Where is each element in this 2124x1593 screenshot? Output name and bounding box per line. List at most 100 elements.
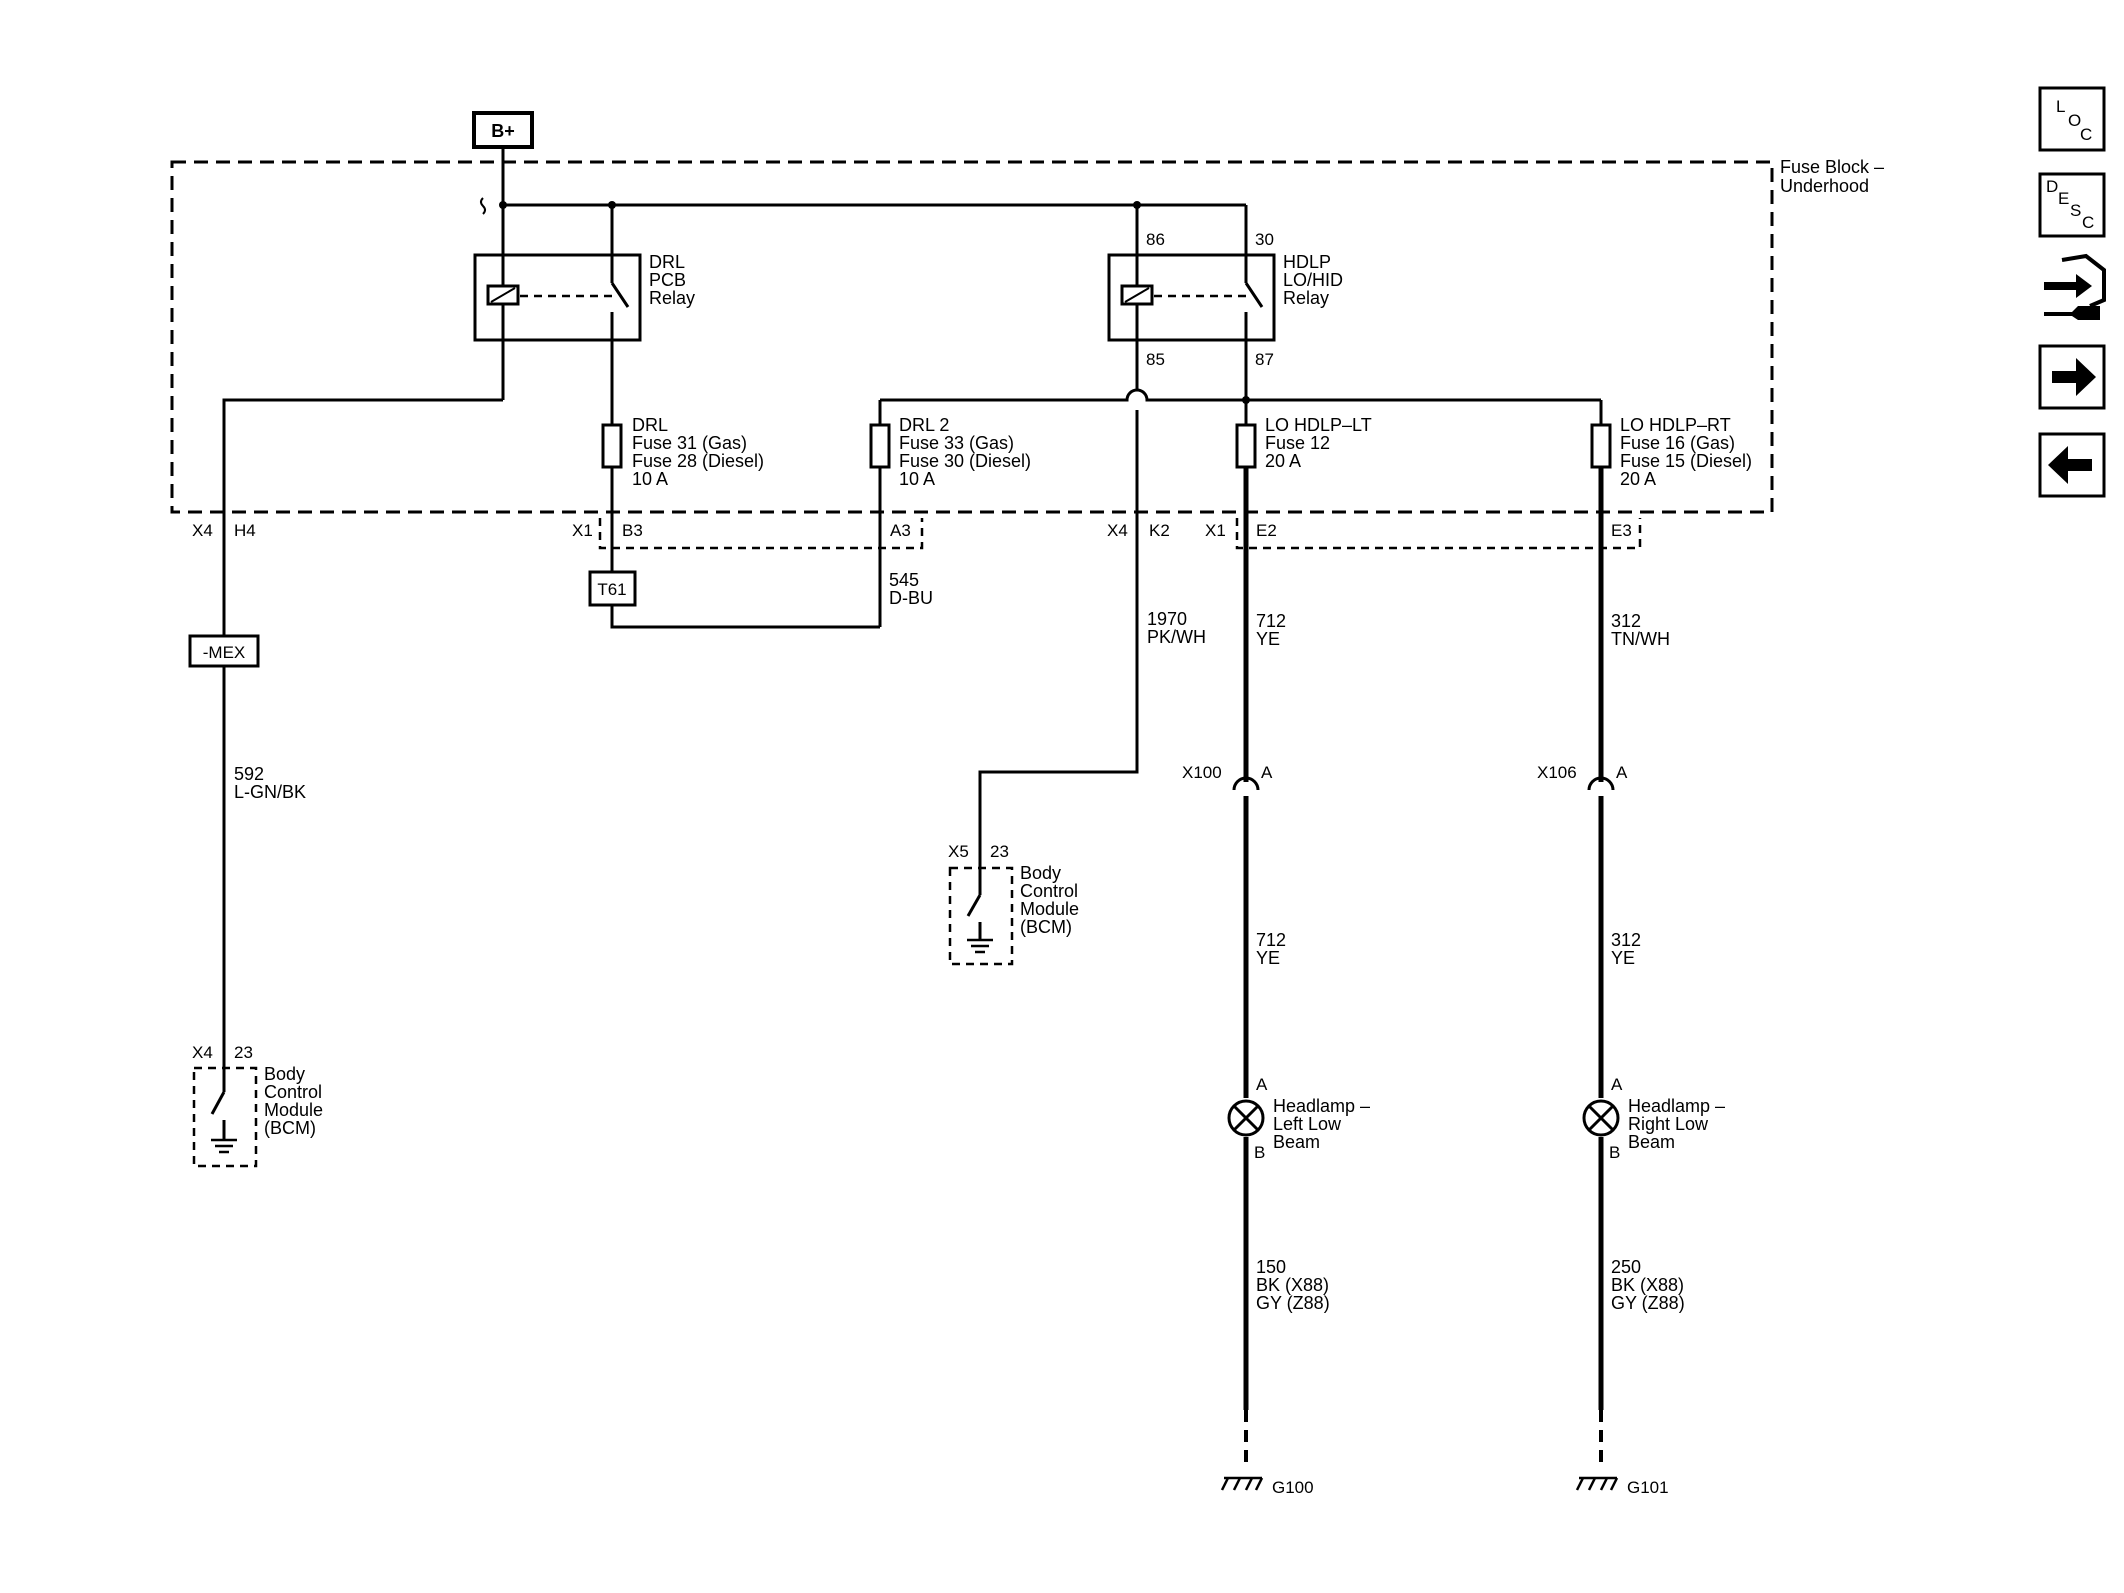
- power-source-label: B+: [491, 121, 515, 141]
- svg-text:Module: Module: [1020, 899, 1079, 919]
- svg-text:85: 85: [1146, 350, 1165, 369]
- svg-text:E2: E2: [1256, 521, 1277, 540]
- svg-text:TN/WH: TN/WH: [1611, 629, 1670, 649]
- connector-x4: X4: [192, 521, 213, 540]
- svg-text:GY (Z88): GY (Z88): [1256, 1293, 1330, 1313]
- fuse-block-label-1: Fuse Block –: [1780, 157, 1884, 177]
- svg-text:Right Low: Right Low: [1628, 1114, 1709, 1134]
- next-page-button[interactable]: [2038, 344, 2106, 410]
- svg-text:E: E: [2058, 189, 2069, 208]
- svg-text:YE: YE: [1611, 948, 1635, 968]
- drl-relay-switch-icon: [610, 282, 630, 308]
- svg-text:S: S: [2070, 201, 2081, 220]
- connector-x1-b: X1: [1205, 521, 1226, 540]
- svg-text:20 A: 20 A: [1620, 469, 1656, 489]
- svg-text:23: 23: [234, 1043, 253, 1062]
- svg-text:L-GN/BK: L-GN/BK: [234, 782, 306, 802]
- wire-592-label: 592: [234, 764, 264, 784]
- wire-1970-label: 1970: [1147, 609, 1187, 629]
- lo-hdlp-rt-fuse-label: LO HDLP–RT: [1620, 415, 1731, 435]
- svg-text:O: O: [2068, 111, 2081, 130]
- svg-text:Fuse 12: Fuse 12: [1265, 433, 1330, 453]
- lo-hdlp-lt-fuse-label: LO HDLP–LT: [1265, 415, 1372, 435]
- svg-text:Beam: Beam: [1273, 1132, 1320, 1152]
- headlamp-right-label: Headlamp –: [1628, 1096, 1725, 1116]
- svg-text:712: 712: [1256, 930, 1286, 950]
- svg-text:10 A: 10 A: [632, 469, 668, 489]
- wire-545-label: 545: [889, 570, 919, 590]
- location-button[interactable]: L O C: [2038, 86, 2106, 152]
- svg-text:C: C: [2080, 125, 2092, 144]
- svg-text:Module: Module: [264, 1100, 323, 1120]
- wire-312-label: 312: [1611, 611, 1641, 631]
- svg-text:10 A: 10 A: [899, 469, 935, 489]
- svg-text:D-BU: D-BU: [889, 588, 933, 608]
- svg-text:A: A: [1256, 1075, 1268, 1094]
- wire-1970: [978, 410, 1139, 868]
- connector-x5: X5: [948, 842, 969, 861]
- svg-text:A: A: [1616, 763, 1628, 782]
- hdlp-relay-switch-icon: [1244, 282, 1264, 308]
- svg-text:Fuse 30 (Diesel): Fuse 30 (Diesel): [899, 451, 1031, 471]
- svg-text:Relay: Relay: [1283, 288, 1329, 308]
- svg-text:H4: H4: [234, 521, 256, 540]
- svg-text:-MEX: -MEX: [203, 643, 246, 662]
- connector-x4-c: X4: [192, 1043, 213, 1062]
- svg-text:Left Low: Left Low: [1273, 1114, 1342, 1134]
- bcm-label: Body: [264, 1064, 305, 1084]
- option-t61-box: [588, 570, 637, 607]
- headlamp-left-label: Headlamp –: [1273, 1096, 1370, 1116]
- fuse-block-label-2: Underhood: [1780, 176, 1869, 196]
- wire-712-label: 712: [1256, 611, 1286, 631]
- connector-x1-outline: [598, 518, 924, 550]
- svg-text:D: D: [2046, 177, 2058, 196]
- drl2-fuse-label: DRL 2: [899, 415, 949, 435]
- svg-text:LO/HID: LO/HID: [1283, 270, 1343, 290]
- drl-relay-label: DRL: [649, 252, 685, 272]
- fusible-link-icon: [480, 197, 486, 215]
- description-button[interactable]: D E S C: [2038, 172, 2106, 238]
- svg-text:PK/WH: PK/WH: [1147, 627, 1206, 647]
- svg-text:23: 23: [990, 842, 1009, 861]
- wire-150-label: 150: [1256, 1257, 1286, 1277]
- svg-text:T61: T61: [597, 580, 626, 599]
- next-arrow-icon: [2052, 358, 2096, 396]
- svg-text:87: 87: [1255, 350, 1274, 369]
- fuse-block-outline: [170, 160, 1774, 514]
- svg-text:(BCM): (BCM): [264, 1118, 316, 1138]
- connector-x1: X1: [572, 521, 593, 540]
- svg-text:L: L: [2056, 97, 2065, 116]
- svg-text:C: C: [2082, 213, 2094, 232]
- ground-g100-label: G100: [1272, 1478, 1314, 1497]
- connector-x100: X100: [1182, 763, 1222, 782]
- connector-x106: X106: [1537, 763, 1577, 782]
- ground-g101-label: G101: [1627, 1478, 1669, 1497]
- svg-text:B3: B3: [622, 521, 643, 540]
- svg-text:86: 86: [1146, 230, 1165, 249]
- svg-text:A: A: [1611, 1075, 1623, 1094]
- svg-text:Fuse 15 (Diesel): Fuse 15 (Diesel): [1620, 451, 1752, 471]
- lo-hdlp-lt-fuse-icon: [1235, 423, 1257, 469]
- svg-text:YE: YE: [1256, 629, 1280, 649]
- bcm-switch-icon: [966, 894, 982, 917]
- connector-button[interactable]: [2044, 253, 2106, 320]
- bcm-switch-icon: [210, 1091, 226, 1115]
- svg-text:BK (X88): BK (X88): [1256, 1275, 1329, 1295]
- svg-text:20 A: 20 A: [1265, 451, 1301, 471]
- svg-text:K2: K2: [1149, 521, 1170, 540]
- svg-text:Fuse 31 (Gas): Fuse 31 (Gas): [632, 433, 747, 453]
- svg-text:E3: E3: [1611, 521, 1632, 540]
- bcm-label: Body: [1020, 863, 1061, 883]
- previous-page-button[interactable]: [2038, 432, 2106, 498]
- svg-text:Beam: Beam: [1628, 1132, 1675, 1152]
- svg-text:Fuse 16 (Gas): Fuse 16 (Gas): [1620, 433, 1735, 453]
- svg-text:A3: A3: [890, 521, 911, 540]
- lo-hdlp-rt-fuse-icon: [1590, 423, 1612, 469]
- svg-text:B: B: [1609, 1143, 1620, 1162]
- svg-text:(BCM): (BCM): [1020, 917, 1072, 937]
- connector-x100-icon: [1232, 776, 1260, 791]
- wire-545: [610, 605, 880, 629]
- svg-text:A: A: [1261, 763, 1273, 782]
- wire-250-label: 250: [1611, 1257, 1641, 1277]
